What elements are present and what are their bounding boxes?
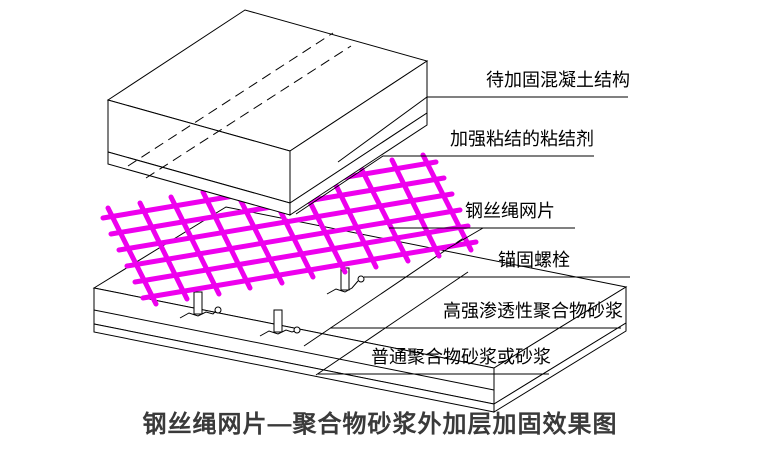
break-dash-line-1 — [127, 32, 334, 167]
label-bonding-adhesive: 加强粘结的粘结剂 — [450, 129, 594, 149]
anchor-bolt-left — [179, 291, 222, 319]
break-dash-line-2 — [145, 45, 352, 179]
diagram-title: 钢丝绳网片—聚合物砂浆外加层加固效果图 — [142, 411, 618, 438]
leader-bonding-adhesive — [295, 155, 594, 215]
label-high-strength-mortar: 高强渗透性聚合物砂浆 — [443, 301, 623, 321]
mortar-layer-divider — [93, 309, 495, 391]
leader-ordinary-mortar — [315, 271, 469, 376]
anchor-bolts — [179, 267, 365, 337]
adhesive-layer-end — [289, 112, 428, 216]
label-wire-rope-mesh: 钢丝绳网片 — [465, 201, 555, 221]
leader-lines-upper — [295, 96, 630, 278]
leader-concrete-structure — [337, 96, 628, 163]
label-concrete-structure: 待加固混凝土结构 — [486, 70, 630, 90]
leader-wire-mesh-diagonal — [446, 227, 484, 250]
label-ordinary-mortar: 普通聚合物砂浆或砂浆 — [371, 347, 551, 367]
label-anchor-bolt: 锚固螺栓 — [498, 250, 570, 270]
ordinary-mortar-strip-end — [493, 322, 627, 413]
anchor-bolt-middle — [259, 309, 301, 337]
top-slab-concrete — [106, 9, 429, 216]
